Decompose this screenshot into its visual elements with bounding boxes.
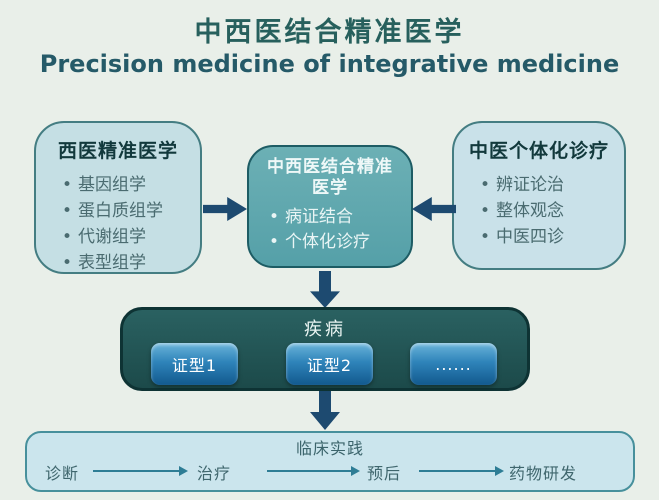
block-arrow-down-top-icon: [310, 271, 340, 308]
list-item-label: 个体化诊疗: [285, 232, 370, 252]
bullet-icon: •: [61, 253, 73, 273]
list-item: •中医四诊: [474, 224, 624, 250]
bullet-icon: •: [268, 207, 280, 227]
flow-arrow-icon: [267, 466, 360, 476]
syndrome-type-2-button: 证型2: [286, 343, 373, 385]
list-item: •代谢组学: [56, 224, 200, 250]
disease-box: 疾病 证型1 证型2 ......: [120, 307, 530, 391]
western-box-title: 西医精准医学: [57, 140, 178, 162]
list-item-label: 蛋白质组学: [78, 201, 163, 221]
bullet-icon: •: [61, 227, 73, 247]
western-medicine-box: 西医精准医学 •基因组学 •蛋白质组学 •代谢组学 •表型组学: [34, 121, 202, 274]
page-subtitle: Precision medicine of integrative medici…: [39, 50, 620, 78]
tcm-box-title: 中医个体化诊疗: [468, 140, 609, 162]
list-item-label: 中医四诊: [496, 227, 564, 247]
list-item: •个体化诊疗: [263, 230, 411, 255]
syndrome-ellipsis-button: ......: [410, 343, 497, 385]
list-item: •整体观念: [474, 198, 624, 224]
flow-step-drug-development: 药物研发: [509, 464, 578, 483]
bullet-icon: •: [268, 232, 280, 252]
block-arrow-right-icon: [203, 197, 247, 221]
list-item-label: 整体观念: [496, 201, 564, 221]
list-item: •蛋白质组学: [56, 198, 200, 224]
list-item: •辨证论治: [474, 172, 624, 198]
list-item-label: 表型组学: [78, 253, 146, 273]
bullet-icon: •: [61, 175, 73, 195]
integrative-medicine-box: 中西医结合精准医学 •病证结合 •个体化诊疗: [247, 145, 413, 268]
western-item-list: •基因组学 •蛋白质组学 •代谢组学 •表型组学: [36, 172, 200, 276]
tcm-item-list: •辨证论治 •整体观念 •中医四诊: [454, 172, 624, 250]
disease-box-title: 疾病: [304, 319, 346, 340]
flow-step-diagnosis: 诊断: [45, 464, 80, 483]
list-item: •病证结合: [263, 205, 411, 230]
bullet-icon: •: [479, 201, 491, 221]
clinical-box-title: 临床实践: [295, 439, 365, 458]
integrative-box-title: 中西医结合精准医学: [267, 157, 393, 198]
list-item: •基因组学: [56, 172, 200, 198]
clinical-practice-box: 临床实践 诊断 治疗 预后 药物研发: [25, 431, 635, 492]
syndrome-type-1-button: 证型1: [151, 343, 238, 385]
bullet-icon: •: [479, 175, 491, 195]
block-arrow-down-bottom-icon: [310, 390, 340, 430]
list-item-label: 基因组学: [78, 175, 146, 195]
flow-arrow-icon: [419, 466, 504, 476]
flow-arrow-icon: [93, 466, 188, 476]
list-item-label: 辨证论治: [496, 175, 564, 195]
list-item-label: 代谢组学: [78, 227, 146, 247]
bullet-icon: •: [479, 227, 491, 247]
block-arrow-left-icon: [412, 197, 456, 221]
list-item: •表型组学: [56, 250, 200, 276]
flow-step-treatment: 治疗: [197, 464, 232, 483]
list-item-label: 病证结合: [285, 207, 353, 227]
bullet-icon: •: [61, 201, 73, 221]
tcm-box: 中医个体化诊疗 •辨证论治 •整体观念 •中医四诊: [452, 121, 626, 270]
integrative-item-list: •病证结合 •个体化诊疗: [249, 205, 411, 255]
flow-step-prognosis: 预后: [367, 464, 402, 483]
page-title: 中西医结合精准医学: [194, 17, 465, 48]
